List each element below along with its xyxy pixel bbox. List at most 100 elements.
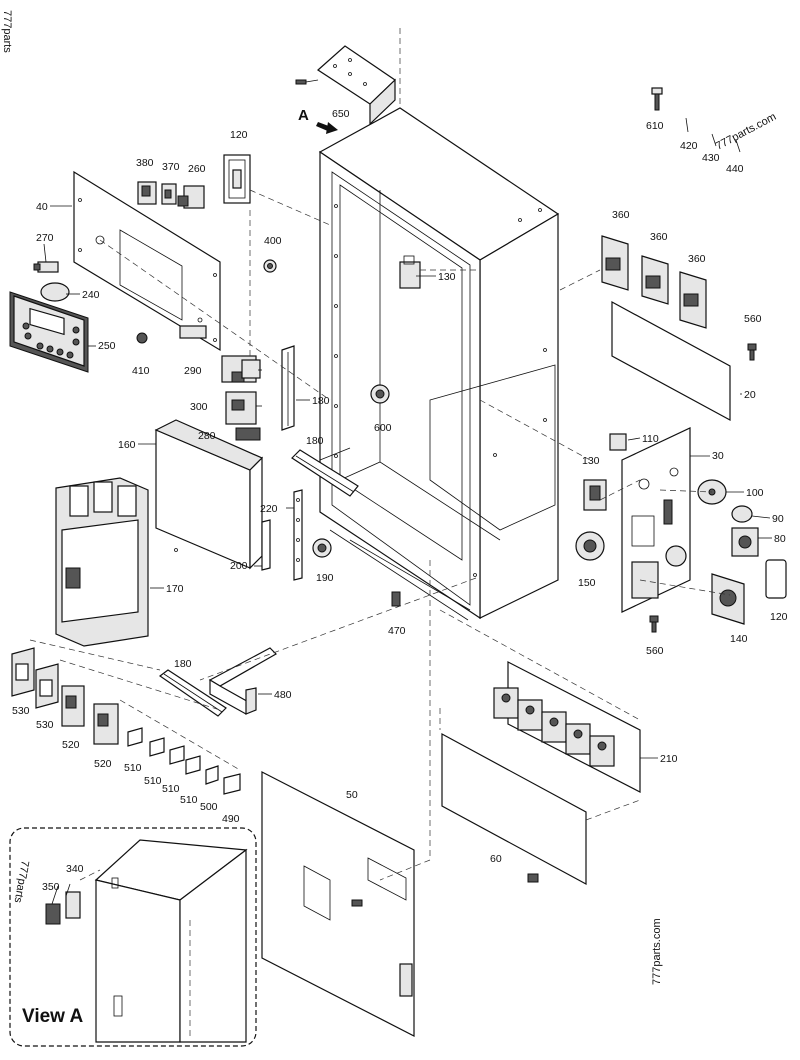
label-470: 470 bbox=[388, 625, 406, 637]
part-290-relay bbox=[221, 355, 261, 383]
part-520-module-a bbox=[61, 685, 85, 727]
screw-hardware-group bbox=[651, 87, 741, 153]
part-560-screw-bottom bbox=[649, 615, 659, 633]
label-240: 240 bbox=[82, 289, 100, 301]
part-370-block bbox=[161, 183, 177, 205]
part-380-block bbox=[137, 181, 157, 205]
part-120-cover bbox=[223, 154, 251, 204]
part-470-clip bbox=[391, 591, 401, 607]
part-280-terminal bbox=[235, 427, 261, 441]
label-400: 400 bbox=[264, 235, 282, 247]
label-560-bottom: 560 bbox=[646, 645, 664, 657]
part-410-nut bbox=[136, 332, 148, 344]
label-600: 600 bbox=[374, 422, 392, 434]
part-480-bracket bbox=[208, 647, 277, 715]
view-a-inset bbox=[9, 827, 257, 1047]
label-180-a: 180 bbox=[312, 395, 330, 407]
part-30-panel bbox=[621, 427, 691, 613]
mounting-bracket-650 bbox=[295, 45, 396, 126]
label-530-b: 530 bbox=[36, 719, 54, 731]
leader-lines bbox=[43, 205, 772, 905]
cabinet-enclosure bbox=[318, 107, 560, 621]
label-270: 270 bbox=[36, 232, 54, 244]
label-350: 350 bbox=[42, 881, 60, 893]
label-370: 370 bbox=[162, 161, 180, 173]
label-130-right: 130 bbox=[582, 455, 600, 467]
label-120-right: 120 bbox=[770, 611, 788, 623]
label-50: 50 bbox=[346, 789, 358, 801]
part-530-holder-b bbox=[35, 663, 59, 709]
label-430: 430 bbox=[702, 152, 720, 164]
label-200: 200 bbox=[230, 560, 248, 572]
part-560-screw-top bbox=[747, 343, 757, 361]
din-rail-180-horizontal bbox=[291, 449, 359, 497]
part-140-socket bbox=[711, 573, 745, 625]
part-360-connector-b bbox=[641, 255, 669, 305]
part-130-block-right bbox=[583, 479, 607, 511]
label-300: 300 bbox=[190, 401, 208, 413]
part-170-breaker bbox=[55, 477, 149, 647]
part-510-label-a bbox=[127, 727, 143, 747]
label-260: 260 bbox=[188, 163, 206, 175]
label-30: 30 bbox=[712, 450, 724, 462]
label-420: 420 bbox=[680, 140, 698, 152]
label-360-b: 360 bbox=[650, 231, 668, 243]
part-80-socket bbox=[731, 527, 759, 557]
label-140: 140 bbox=[730, 633, 748, 645]
label-560-top: 560 bbox=[744, 313, 762, 325]
part-400-grommet bbox=[263, 259, 277, 273]
part-200-strip bbox=[261, 519, 271, 571]
label-160: 160 bbox=[118, 439, 136, 451]
label-60: 60 bbox=[490, 853, 502, 865]
part-510-label-b bbox=[149, 737, 165, 757]
label-380: 380 bbox=[136, 157, 154, 169]
part-510-label-d bbox=[185, 755, 201, 775]
label-510-b: 510 bbox=[144, 775, 162, 787]
label-490: 490 bbox=[222, 813, 240, 825]
label-290: 290 bbox=[184, 365, 202, 377]
label-100: 100 bbox=[746, 487, 764, 499]
label-520-a: 520 bbox=[62, 739, 80, 751]
part-120-cover-right bbox=[765, 559, 787, 599]
label-80: 80 bbox=[774, 533, 786, 545]
svg-text:A: A bbox=[298, 107, 309, 124]
label-610: 610 bbox=[646, 120, 664, 132]
label-340: 340 bbox=[66, 863, 84, 875]
label-130-top: 130 bbox=[438, 271, 456, 283]
part-500-label bbox=[205, 765, 219, 785]
label-480: 480 bbox=[274, 689, 292, 701]
label-360-a: 360 bbox=[612, 209, 630, 221]
label-440: 440 bbox=[726, 163, 744, 175]
part-150-socket bbox=[575, 531, 605, 561]
label-530-a: 530 bbox=[12, 705, 30, 717]
label-510-c: 510 bbox=[162, 783, 180, 795]
label-210: 210 bbox=[660, 753, 678, 765]
label-90: 90 bbox=[772, 513, 784, 525]
part-labels: 650 610 420 430 440 120 380 370 260 40 2… bbox=[12, 108, 788, 893]
label-410: 410 bbox=[132, 365, 150, 377]
label-280: 280 bbox=[198, 430, 216, 442]
label-510-d: 510 bbox=[180, 794, 198, 806]
watermark-corner: 777parts bbox=[1, 10, 13, 53]
part-90-knob bbox=[731, 505, 753, 523]
part-220-strip bbox=[293, 489, 303, 581]
watermark-top: 777parts.com bbox=[714, 111, 778, 153]
part-360-connector-a bbox=[601, 235, 629, 291]
door-panel-40 bbox=[73, 170, 221, 352]
part-60-plate bbox=[441, 732, 587, 886]
watermark-side: 777parts.com bbox=[651, 918, 663, 985]
label-510-a: 510 bbox=[124, 762, 142, 774]
part-530-holder-a bbox=[11, 647, 35, 697]
part-300-relay bbox=[225, 391, 257, 425]
part-510-label-c bbox=[169, 745, 185, 765]
label-120-top: 120 bbox=[230, 129, 248, 141]
label-150: 150 bbox=[578, 577, 596, 589]
label-180-b: 180 bbox=[306, 435, 324, 447]
label-20: 20 bbox=[744, 389, 756, 401]
label-40: 40 bbox=[36, 201, 48, 213]
label-190: 190 bbox=[316, 572, 334, 584]
part-250-controller bbox=[9, 291, 89, 373]
label-180-c: 180 bbox=[174, 658, 192, 670]
label-170: 170 bbox=[166, 583, 184, 595]
view-a-label: View A bbox=[22, 1006, 84, 1027]
